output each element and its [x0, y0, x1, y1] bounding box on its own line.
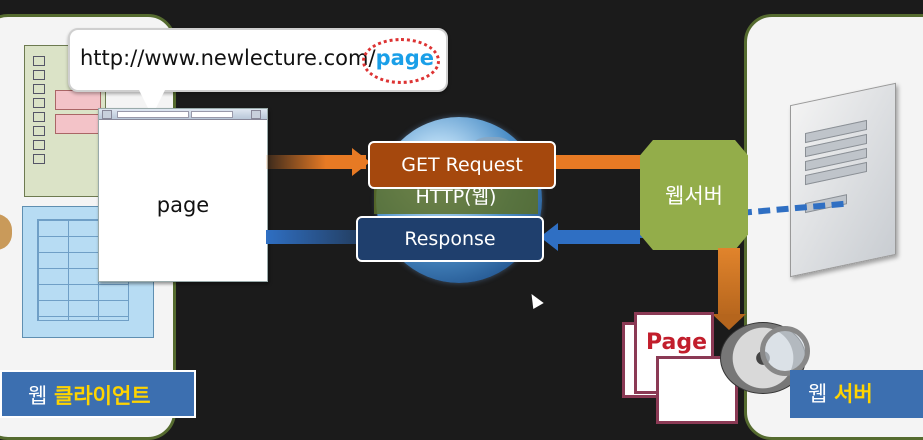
webserver-label: 웹서버: [640, 140, 748, 250]
desk-edge-graphic: [0, 214, 12, 250]
response-arrowhead: [540, 223, 558, 251]
browser-window: page: [98, 108, 268, 282]
server-tower-icon: [790, 82, 896, 278]
response-label: Response: [356, 216, 544, 262]
fetch-page-arrow: [718, 248, 740, 318]
server-label-prefix: 웹: [808, 382, 834, 406]
tab-bar: [191, 111, 233, 118]
response-arrow-left: [266, 230, 362, 244]
get-request-label: GET Request: [368, 141, 556, 189]
close-icon: [251, 110, 261, 119]
server-label: 웹 서버: [790, 370, 923, 418]
mouse-cursor-icon: [526, 290, 544, 310]
client-label-keyword: 클라이언트: [54, 384, 151, 408]
server-label-keyword: 서버: [834, 382, 873, 406]
back-icon: [102, 110, 112, 119]
client-label-prefix: 웹: [28, 384, 54, 408]
response-arrow-right: [558, 230, 640, 244]
address-bar: [117, 111, 189, 118]
url-prefix: http://www.newlecture.com/: [80, 46, 376, 70]
browser-toolbar: [99, 109, 267, 120]
url-highlight-circle: [362, 38, 440, 84]
browser-page-label: page: [156, 193, 210, 217]
fetch-page-arrowhead: [712, 314, 746, 330]
client-label: 웹 클라이언트: [0, 370, 196, 418]
page-doc-label: Page: [646, 330, 708, 355]
magnifier-icon: [760, 326, 810, 376]
request-arrow-left: [266, 155, 366, 169]
request-arrowhead-left: [352, 148, 370, 176]
url-bubble: http://www.newlecture.com/page: [68, 28, 448, 92]
